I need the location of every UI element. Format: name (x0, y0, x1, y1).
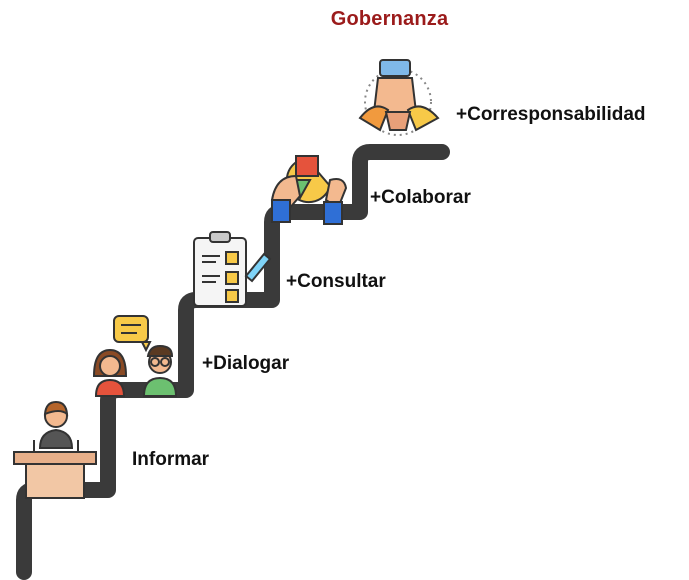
conversation-people-icon (92, 315, 178, 397)
step-label-consultar: +Consultar (286, 271, 386, 292)
page-title: Gobernanza (330, 8, 449, 30)
step-label-corresponsabilidad: +Corresponsabilidad (456, 104, 646, 125)
step-label-colaborar: +Colaborar (370, 187, 471, 208)
hands-puzzle-icon (270, 155, 348, 225)
stacked-hands-icon (358, 59, 440, 136)
checklist-clipboard-icon (193, 231, 272, 307)
step-label-dialogar: +Dialogar (202, 353, 290, 374)
step-label-informar: Informar (132, 449, 210, 470)
speaker-podium-icon (13, 400, 97, 499)
